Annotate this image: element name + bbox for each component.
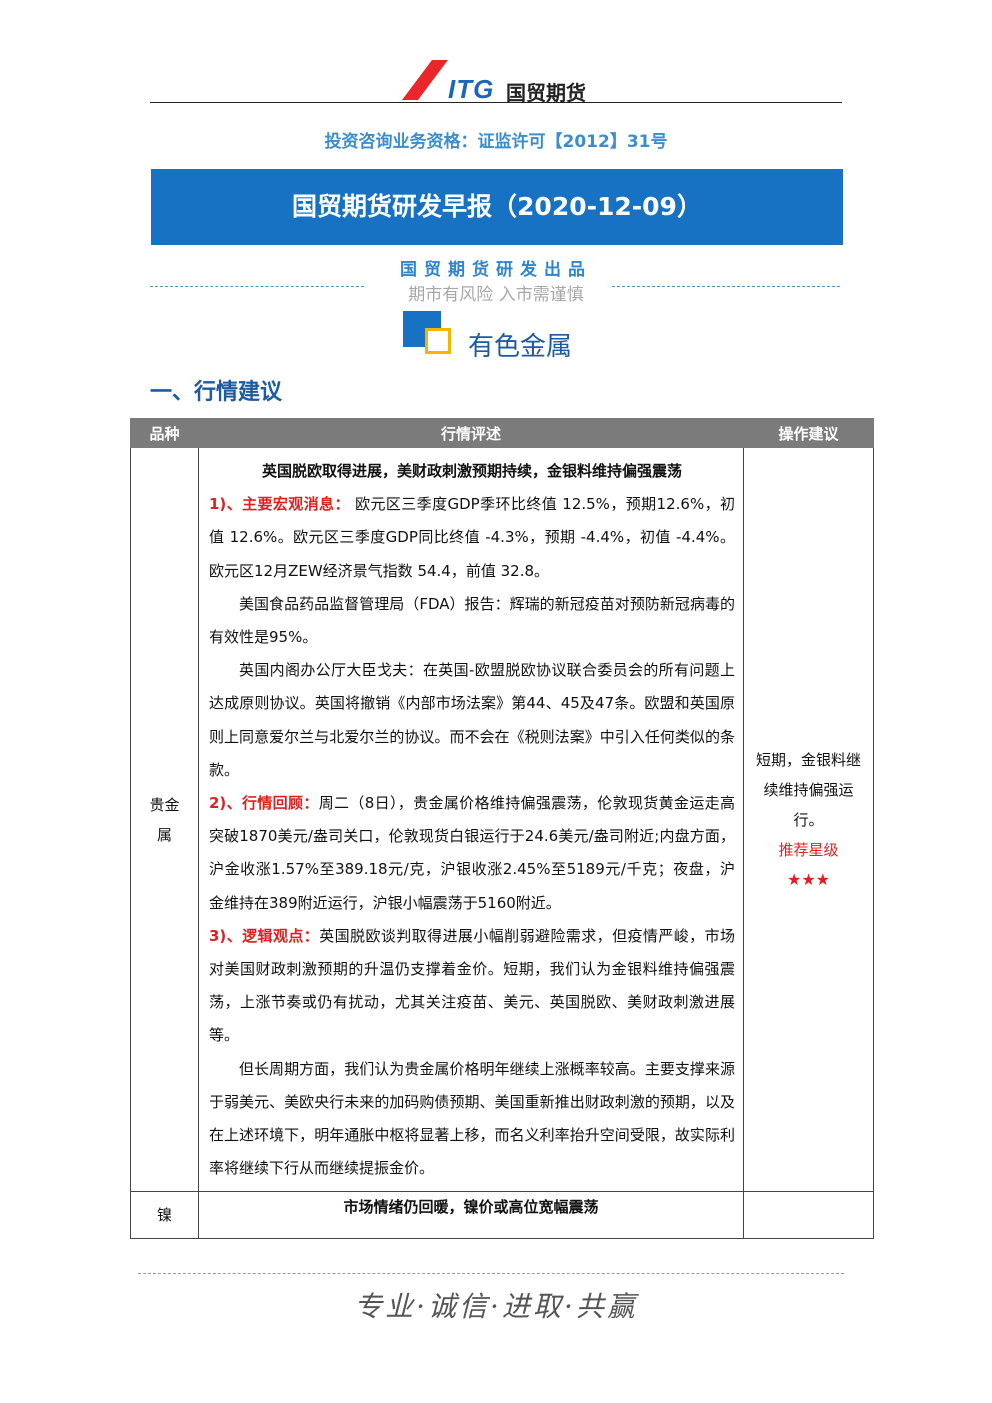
table-row: 贵金属 英国脱欧取得进展，美财政刺激预期持续，金银料维持偏强震荡 1)、主要宏观… [130, 446, 874, 1193]
advice-cell: 短期，金银料继续维持偏强运行。 推荐星级 ★★★ [743, 446, 874, 1193]
section-square-outline-icon [425, 328, 451, 354]
long-term-paragraph: 但长周期方面，我们认为贵金属价格明年继续上涨概率较高。主要支撑来源于弱美元、美欧… [209, 1059, 735, 1178]
commentary-cell: 市场情绪仍回暖，镍价或高位宽幅震荡 [198, 1191, 744, 1240]
logic-paragraph: 3)、逻辑观点：英国脱欧谈判取得进展小幅削弱避险需求，但疫情严峻，市场对美国财政… [209, 920, 735, 1053]
logic-text: 英国脱欧谈判取得进展小幅削弱避险需求，但疫情严峻，市场对美国财政刺激预期的升温仍… [209, 926, 735, 1045]
variety-cell: 镍 [130, 1191, 199, 1240]
header-advice: 操作建议 [743, 418, 874, 448]
logo-mark-icon [402, 60, 448, 100]
table-header-row: 品种 行情评述 操作建议 [130, 418, 874, 448]
header-commentary: 行情评述 [198, 418, 744, 448]
producer-line: 国贸期货研发出品 [400, 260, 592, 280]
table-row: 镍 市场情绪仍回暖，镍价或高位宽幅震荡 [130, 1191, 874, 1240]
company-logo: ITG 国贸期货 [402, 60, 602, 105]
recommendation-label: 推荐星级 [778, 840, 839, 859]
footer-motto: 专业·诚信·进取·共赢 [354, 1290, 638, 1323]
dashed-divider-left [150, 286, 364, 287]
logo-text: ITG [448, 74, 495, 104]
market-review-label: 2)、行情回顾： [209, 794, 319, 813]
license-line: 投资咨询业务资格：证监许可【2012】31号 [324, 132, 668, 152]
commentary-cell: 英国脱欧取得进展，美财政刺激预期持续，金银料维持偏强震荡 1)、主要宏观消息： … [198, 446, 744, 1193]
star-rating-icon: ★★★ [786, 869, 831, 889]
macro-news-text: 欧元区三季度GDP季环比终值 12.5%，预期12.6%，初值 12.6%。欧元… [209, 495, 735, 580]
variety-label: 镍 [156, 1206, 172, 1225]
market-advice-table: 品种 行情评述 操作建议 贵金属 英国脱欧取得进展，美财政刺激预期持续，金银料维… [130, 418, 874, 1240]
macro-news-paragraph: 1)、主要宏观消息： 欧元区三季度GDP季环比终值 12.5%，预期12.6%，… [209, 488, 735, 588]
market-review-paragraph: 2)、行情回顾：周二（8日），贵金属价格维持偏强震荡，伦敦现货黄金运走高突破18… [209, 787, 735, 920]
variety-label: 贵金属 [149, 795, 180, 844]
commentary-title: 市场情绪仍回暖，镍价或高位宽幅震荡 [343, 1198, 599, 1217]
subsection-title: 一、行情建议 [150, 380, 283, 405]
report-title-banner: 国贸期货研发早报（2020-12-09） [151, 169, 843, 245]
logic-label: 3)、逻辑观点： [209, 926, 320, 945]
market-review-text: 周二（8日），贵金属价格维持偏强震荡，伦敦现货黄金运走高突破1870美元/盎司关… [209, 794, 736, 912]
variety-cell: 贵金属 [130, 446, 199, 1193]
commentary-title: 英国脱欧取得进展，美财政刺激预期持续，金银料维持偏强震荡 [261, 462, 682, 480]
footer-divider [138, 1273, 844, 1274]
fda-paragraph: 美国食品药品监督管理局（FDA）报告：辉瑞的新冠疫苗对预防新冠病毒的有效性是95… [209, 594, 735, 647]
section-title: 有色金属 [468, 332, 573, 362]
macro-news-label: 1)、主要宏观消息： [209, 495, 350, 514]
advice-text: 短期，金银料继续维持偏强运行。 [755, 750, 861, 829]
logo-company-name: 国贸期货 [506, 81, 586, 105]
risk-notice: 期市有风险 入市需谨慎 [408, 285, 584, 305]
dashed-divider-right [612, 286, 840, 287]
header-divider [150, 102, 842, 103]
advice-cell [743, 1191, 874, 1240]
brexit-paragraph: 英国内阁办公厅大臣戈夫：在英国-欧盟脱欧协议联合委员会的所有问题上达成原则协议。… [209, 661, 735, 779]
header-variety: 品种 [130, 418, 199, 448]
